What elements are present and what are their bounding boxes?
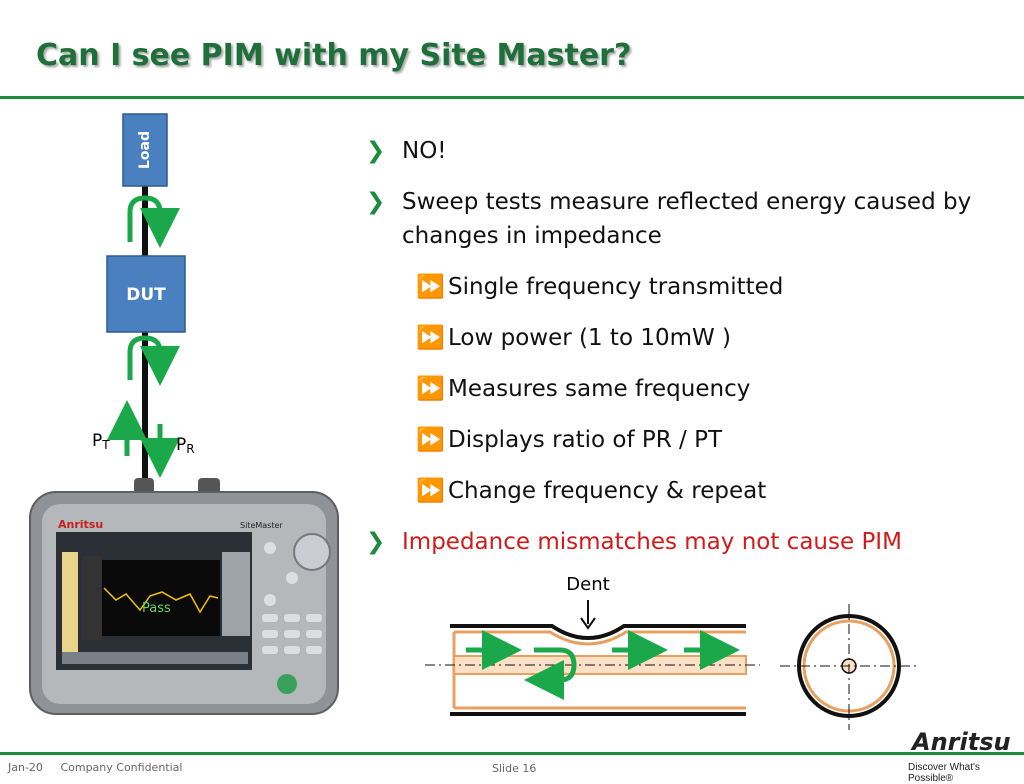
double-arrow-icon: ⏩ bbox=[416, 325, 445, 351]
double-arrow-icon: ⏩ bbox=[416, 376, 445, 402]
footer-confidential: Company Confidential bbox=[60, 761, 183, 774]
sub-bullet-item: ⏩Displays ratio of PR / PT bbox=[366, 423, 1006, 457]
double-arrow-icon: ⏩ bbox=[416, 427, 445, 453]
load-label: Load bbox=[137, 131, 153, 169]
sub-bullet-item: ⏩Change frequency & repeat bbox=[366, 474, 1006, 508]
reflect-arrow-icon bbox=[524, 647, 577, 700]
reflect-arrow-icon bbox=[127, 195, 180, 248]
title-rule bbox=[0, 96, 1024, 99]
footer-rule bbox=[0, 752, 1024, 755]
bullet-text: Single frequency transmitted bbox=[448, 274, 784, 300]
bullet-text: Measures same frequency bbox=[448, 376, 751, 402]
footer-info: Jan-20 Company Confidential bbox=[8, 761, 182, 774]
bullet-text: Impedance mismatches may not cause PIM bbox=[402, 529, 902, 555]
sub-bullet-item: ⏩Low power (1 to 10mW ) bbox=[366, 321, 1006, 355]
bullet-item: ❯ Sweep tests measure reflected energy ca… bbox=[366, 185, 1006, 253]
double-arrow-icon: ⏩ bbox=[416, 478, 445, 504]
dut-label: DUT bbox=[126, 285, 166, 305]
site-master-device: Anritsu SiteMaster Pass bbox=[29, 478, 339, 715]
bullet-item: ❯ NO! bbox=[366, 134, 1006, 168]
svg-text:Pass: Pass bbox=[142, 601, 171, 616]
slide-number: Slide 16 bbox=[492, 762, 537, 775]
svg-text:Anritsu: Anritsu bbox=[910, 728, 1010, 756]
load-box bbox=[122, 113, 168, 187]
bullet-text: Low power (1 to 10mW ) bbox=[448, 325, 732, 351]
bullet-text: Change frequency & repeat bbox=[448, 478, 767, 504]
anritsu-logo: Anritsu bbox=[910, 728, 1010, 756]
bullet-list: ❯ NO! ❯ Sweep tests measure reflected ener… bbox=[366, 134, 1006, 576]
reflect-arrow-icon bbox=[127, 335, 180, 386]
sub-bullet-item: ⏩Measures same frequency bbox=[366, 372, 1006, 406]
coax-dent-diagram: Dent bbox=[425, 574, 916, 730]
down-arrow-icon bbox=[580, 617, 596, 630]
test-setup-diagram: Load DUT PT PR Anritsu SiteMaster Pass bbox=[29, 113, 339, 715]
chevron-right-icon: ❯ bbox=[366, 189, 386, 215]
svg-text:SiteMaster: SiteMaster bbox=[240, 521, 283, 530]
chevron-right-icon: ❯ bbox=[366, 529, 386, 555]
chevron-right-icon: ❯ bbox=[366, 138, 386, 164]
bullet-text: Sweep tests measure reflected energy cau… bbox=[402, 189, 972, 249]
bullet-text: Displays ratio of PR / PT bbox=[448, 427, 723, 453]
pr-label: PR bbox=[176, 435, 195, 456]
sub-bullet-item: ⏩Single frequency transmitted bbox=[366, 270, 1006, 304]
dent-label: Dent bbox=[566, 574, 609, 595]
pt-label: PT bbox=[92, 431, 110, 452]
slide-title: Can I see PIM with my Site Master? bbox=[36, 38, 632, 73]
footer-date: Jan-20 bbox=[8, 761, 43, 774]
double-arrow-icon: ⏩ bbox=[416, 274, 445, 300]
bullet-text: NO! bbox=[402, 138, 447, 164]
bullet-item: ❯ Impedance mismatches may not cause PIM bbox=[366, 525, 1006, 559]
dut-box bbox=[106, 255, 186, 333]
logo-tagline: Discover What's Possible® bbox=[908, 762, 980, 784]
svg-text:Anritsu: Anritsu bbox=[58, 518, 103, 531]
